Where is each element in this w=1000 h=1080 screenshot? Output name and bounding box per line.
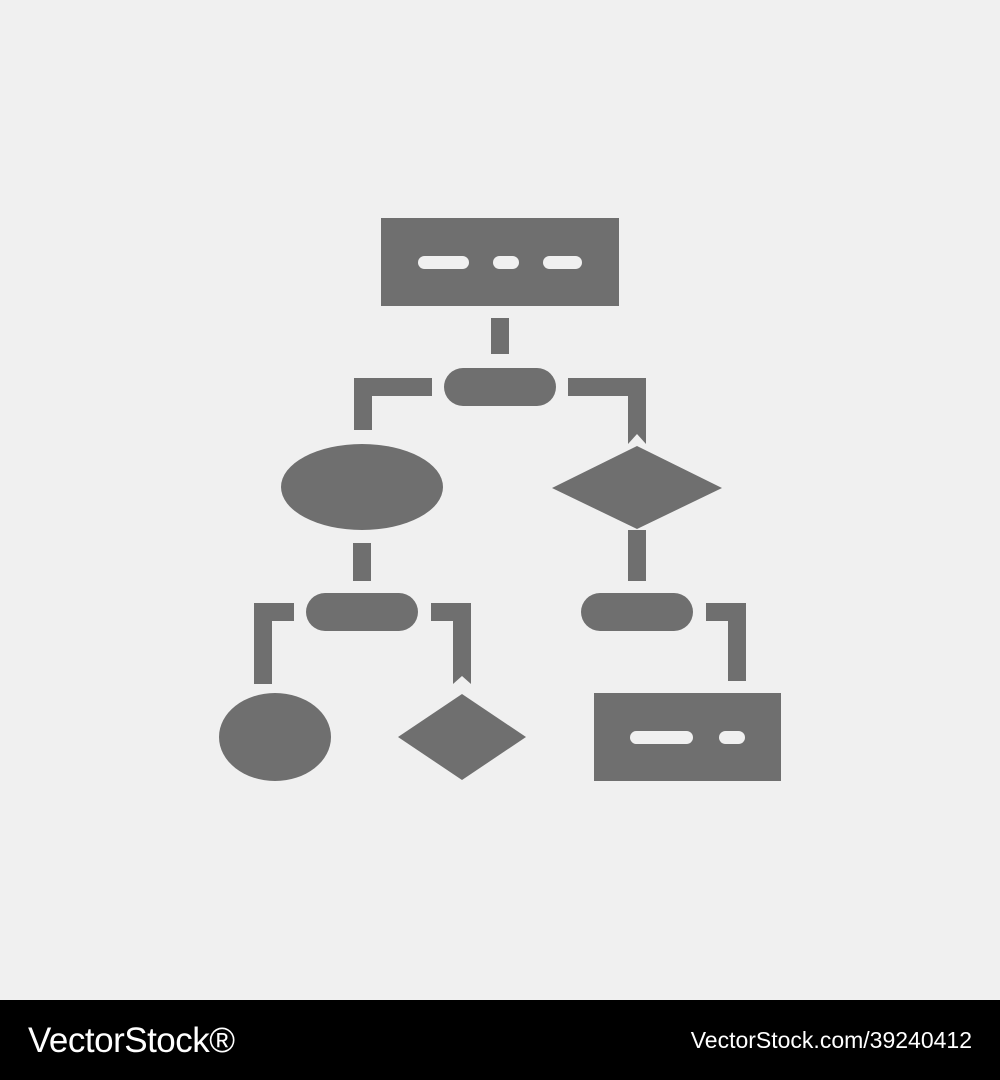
left-terminal-ellipse [281,444,443,530]
right-right-connector [706,603,746,681]
left-branch-connector [354,378,432,430]
brand-logo: VectorStock® [28,1020,235,1060]
top-connector [491,318,509,354]
right-mid-connector [628,530,646,581]
top-box-dash-2 [493,256,519,269]
bottom-box-dash-1 [630,731,693,744]
icon-canvas [219,218,781,781]
right-branch-pill [581,593,693,631]
bottom-decision-diamond [398,694,526,780]
flowchart-icon [219,218,781,781]
left-mid-connector [353,543,371,581]
right-branch-connector [568,378,646,444]
image-id-text: VectorStock.com/39240412 [690,1026,972,1053]
left-branch-pill [306,593,418,631]
left-left-connector [254,603,294,684]
bottom-box-dash-2 [719,731,745,744]
footer-bar: VectorStock® VectorStock.com/39240412 [0,1000,1000,1080]
top-box-dash-1 [418,256,469,269]
left-right-connector [431,603,471,684]
top-box-dash-3 [543,256,582,269]
top-branch-pill [444,368,556,406]
bottom-terminal-ellipse [219,693,331,781]
right-decision-diamond [552,446,722,529]
